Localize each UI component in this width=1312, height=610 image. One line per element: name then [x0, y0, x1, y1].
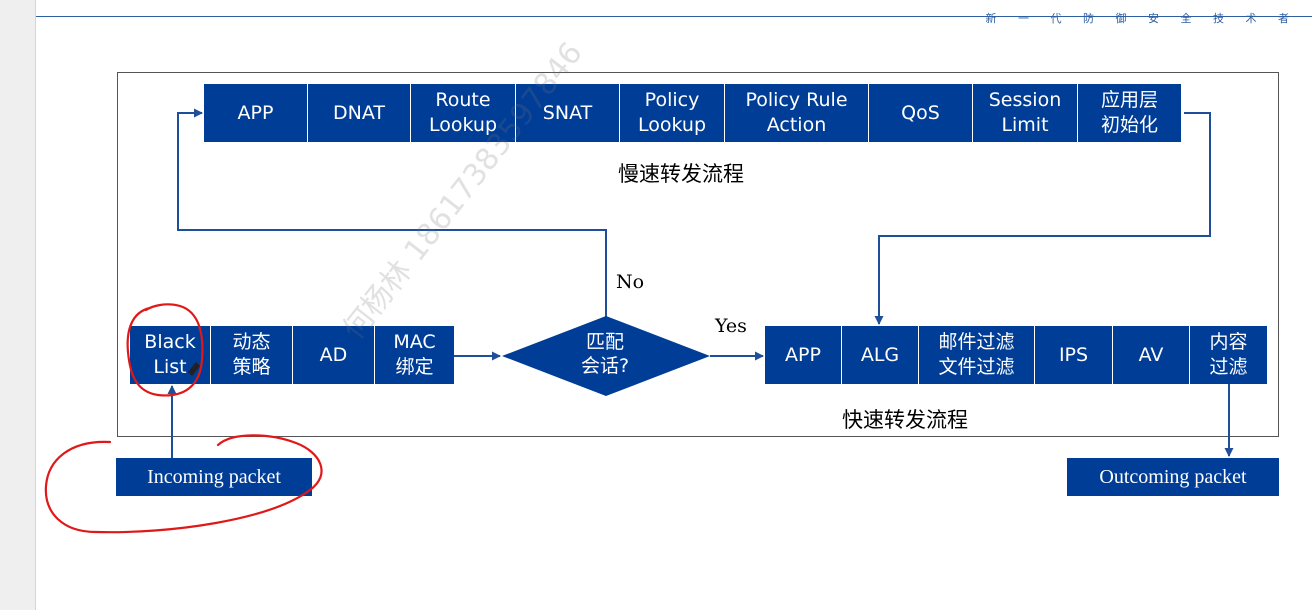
fast-step-content-filter: 内容 过滤 [1190, 326, 1267, 384]
fast-step-mail-file-filter: 邮件过滤 文件过滤 [919, 326, 1035, 384]
slow-to-fast-connector [874, 112, 1211, 325]
fast-step-app: APP [765, 326, 842, 384]
no-branch-connector [177, 108, 607, 318]
annotation-circle-black-list [126, 303, 204, 397]
fast-path-strip: APP ALG 邮件过滤 文件过滤 IPS AV 内容 过滤 [765, 326, 1267, 384]
pre-step-ad: AD [293, 326, 375, 384]
slow-path-caption: 慢速转发流程 [618, 162, 744, 186]
fast-step-alg: ALG [842, 326, 919, 384]
pen-cursor-icon [188, 362, 200, 376]
slow-step-snat: SNAT [516, 84, 620, 142]
decision-label: 匹配 会话? [580, 331, 630, 377]
annotation-circle-incoming [44, 434, 323, 534]
fast-step-av: AV [1113, 326, 1190, 384]
fast-step-ips: IPS [1035, 326, 1113, 384]
diagram-frame [117, 72, 1279, 437]
pre-step-mac-binding: MAC 绑定 [375, 326, 454, 384]
slow-step-app-layer-init: 应用层 初始化 [1078, 84, 1181, 142]
yes-label: Yes [715, 315, 747, 337]
slow-step-qos: QoS [869, 84, 973, 142]
slow-step-session-limit: Session Limit [973, 84, 1078, 142]
incoming-packet-box: Incoming packet [116, 458, 312, 496]
pre-process-strip: Black List 动态 策略 AD MAC 绑定 [130, 326, 454, 384]
pre-step-dynamic-policy: 动态 策略 [211, 326, 293, 384]
left-gutter [0, 0, 36, 610]
fast-path-caption: 快速转发流程 [842, 408, 968, 432]
no-label: No [616, 271, 645, 293]
slow-step-route-lookup: Route Lookup [411, 84, 516, 142]
slow-step-policy-rule-action: Policy Rule Action [725, 84, 869, 142]
header-rule: 新 一 代 防 御 安 全 技 术 者 [36, 12, 1312, 25]
decision-diamond [502, 316, 710, 396]
slow-step-policy-lookup: Policy Lookup [620, 84, 725, 142]
pre-step-black-list: Black List [130, 326, 211, 384]
slow-path-strip: APP DNAT Route Lookup SNAT Policy Lookup… [204, 84, 1181, 142]
header-tagline: 新 一 代 防 御 安 全 技 术 者 [985, 12, 1298, 25]
slow-step-dnat: DNAT [308, 84, 411, 142]
slow-step-app: APP [204, 84, 308, 142]
outgoing-packet-box: Outcoming packet [1067, 458, 1279, 496]
